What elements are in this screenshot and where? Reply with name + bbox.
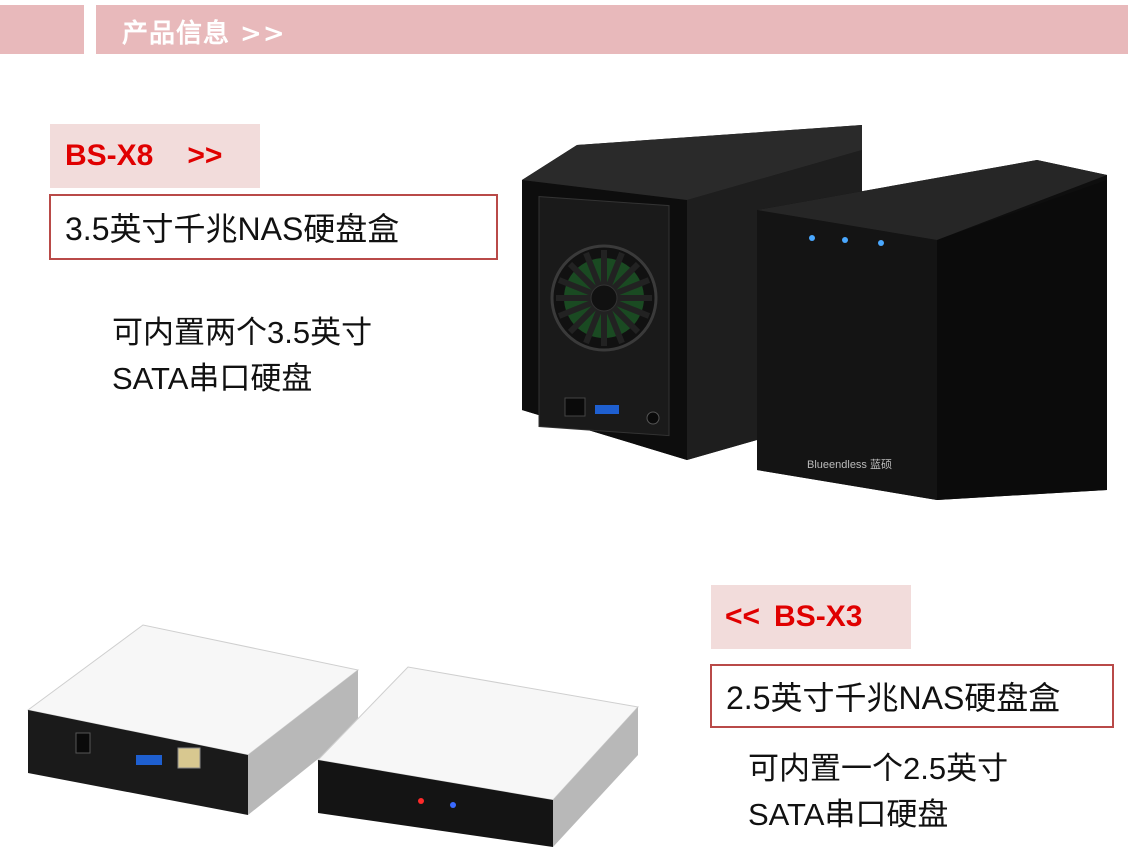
model-tag-bs-x8: BS-X8 >> xyxy=(50,124,260,188)
led-indicator xyxy=(878,240,884,246)
arrow-left: << xyxy=(725,600,761,633)
brand-logo: Blueendless 蓝硕 xyxy=(807,458,892,471)
desc-line: 可内置一个2.5英寸 xyxy=(748,751,1009,786)
product-description-x3: 可内置一个2.5英寸 SATA串口硬盘 xyxy=(748,746,1008,838)
ethernet-port-icon xyxy=(564,397,586,417)
led-indicator xyxy=(842,237,848,243)
model-tag-bs-x3: << BS-X3 xyxy=(711,585,911,649)
power-jack-icon xyxy=(75,732,91,754)
usb-port-icon xyxy=(595,405,619,414)
desc-line: 可内置两个3.5英寸 xyxy=(112,315,373,350)
product-subtitle-x3: 2.5英寸千兆NAS硬盘盒 xyxy=(710,664,1114,728)
header-accent-block xyxy=(0,5,84,54)
model-name: BS-X8 xyxy=(65,139,154,172)
model-name: BS-X3 xyxy=(774,600,863,633)
arrow-right: >> xyxy=(187,139,223,172)
usb-port-icon xyxy=(136,755,162,765)
product-subtitle-x8: 3.5英寸千兆NAS硬盘盒 xyxy=(49,194,498,260)
ethernet-port-icon xyxy=(177,747,201,769)
product-description-x8: 可内置两个3.5英寸 SATA串口硬盘 xyxy=(112,310,372,402)
led-indicator xyxy=(809,235,815,241)
desc-line: SATA串口硬盘 xyxy=(112,361,313,396)
power-jack-icon xyxy=(646,411,660,425)
desc-line: SATA串口硬盘 xyxy=(748,797,949,832)
header-bar: 产品信息 >> xyxy=(96,5,1128,54)
fan-icon xyxy=(550,244,658,352)
page-title: 产品信息 >> xyxy=(122,19,286,49)
led-indicator xyxy=(450,802,456,808)
led-indicator xyxy=(418,798,424,804)
bs-x8-product-image: Blueendless 蓝硕 xyxy=(522,125,1107,500)
bs-x3-product-image xyxy=(26,624,639,847)
